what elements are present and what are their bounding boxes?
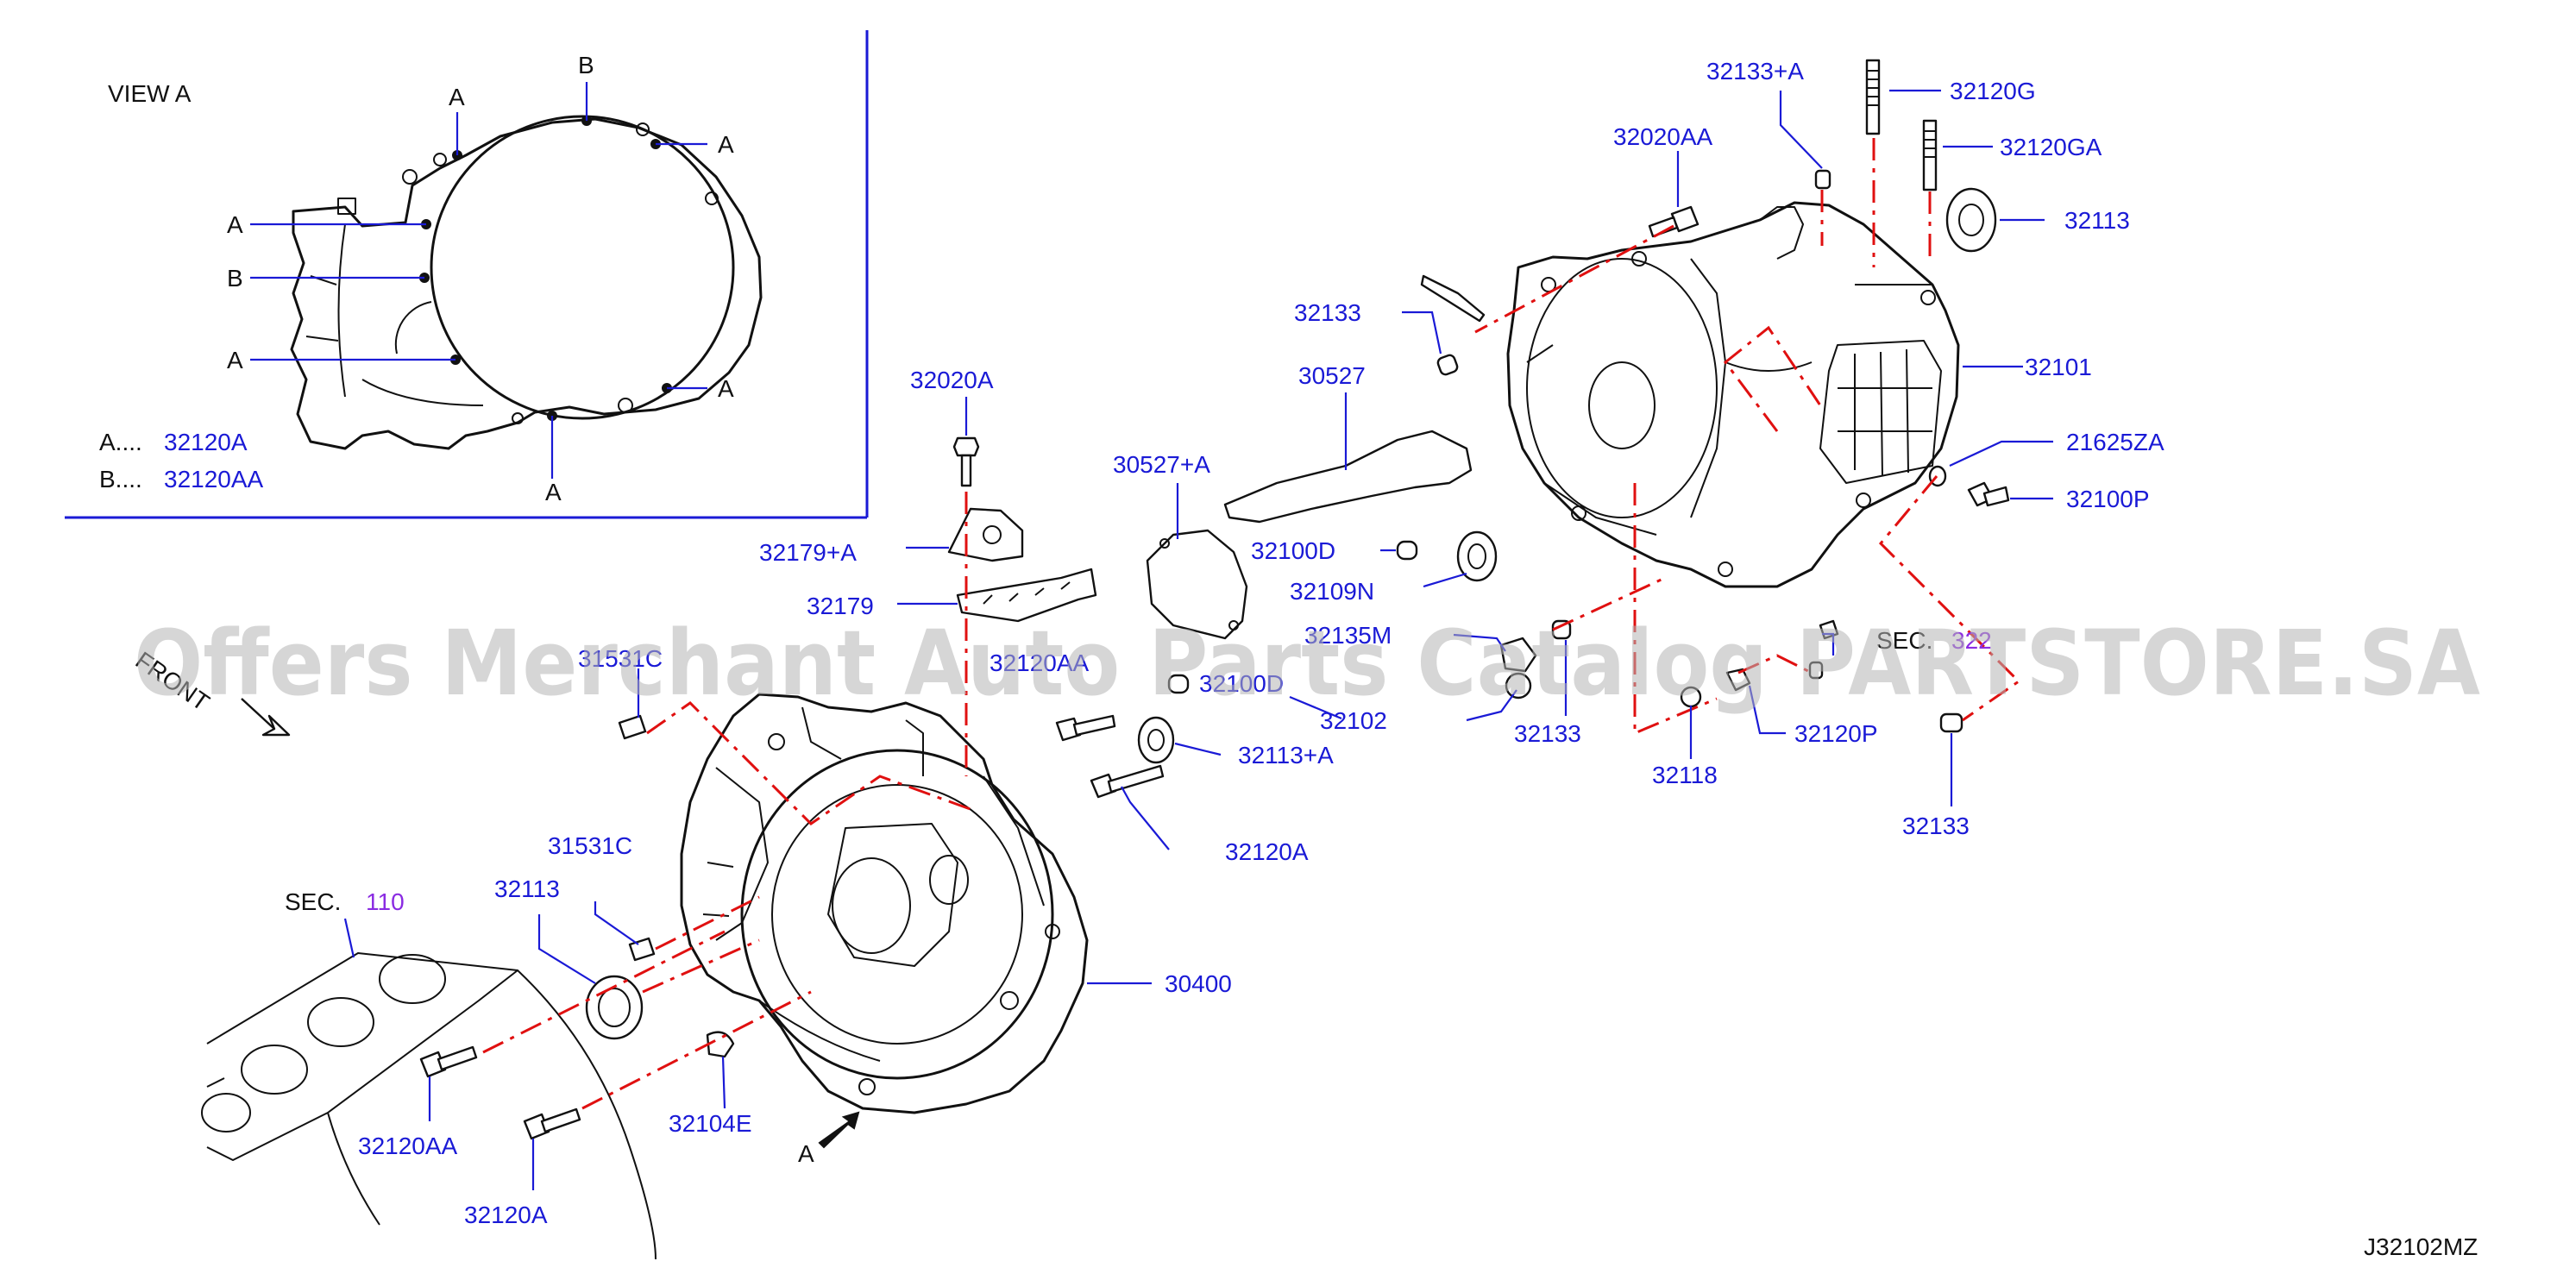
part-label-32109N[interactable]: 32109N (1290, 578, 1374, 605)
part-label-32101[interactable]: 32101 (2025, 354, 2092, 380)
legend-key-b: B.... (99, 466, 142, 493)
sec-322-number[interactable]: 322 (1951, 627, 1992, 654)
part-label-32179A[interactable]: 32179+A (759, 539, 857, 566)
marker-a-left-1: A (227, 211, 243, 238)
legend-key-a: A.... (99, 429, 142, 455)
part-label-32135M[interactable]: 32135M (1304, 622, 1392, 649)
part-label-32120A-1[interactable]: 32120A (1225, 838, 1309, 865)
view-a-inset: VIEW A (65, 30, 869, 519)
sec-110-prefix: SEC. (285, 888, 341, 915)
part-label-32113-1[interactable]: 32113 (494, 875, 560, 902)
part-label-30527A[interactable]: 30527+A (1113, 451, 1210, 478)
part-label-32133-3[interactable]: 32133 (1902, 813, 1970, 839)
marker-b-left: B (227, 265, 243, 292)
part-label-32120P[interactable]: 32120P (1794, 720, 1878, 747)
part-label-21625ZA[interactable]: 21625ZA (2066, 429, 2164, 455)
part-labels: 32020A 32179+A 32179 30527+A 32100D 3210… (358, 58, 2164, 1228)
engine-block-outline (201, 952, 657, 1260)
part-label-32120GA[interactable]: 32120GA (2000, 134, 2102, 160)
marker-a-left-2: A (227, 347, 243, 373)
view-arrow-label: A (798, 1140, 814, 1167)
part-label-32104E[interactable]: 32104E (669, 1110, 752, 1137)
part-label-32102[interactable]: 32102 (1320, 707, 1387, 734)
legend-part-b: 32120AA (164, 466, 264, 493)
part-label-32113A[interactable]: 32113+A (1238, 742, 1334, 769)
leader-lines (428, 89, 2053, 1190)
clutch-housing-30400 (680, 693, 1089, 1114)
reference-lines (482, 138, 2021, 1110)
marker-a-bottom: A (545, 479, 562, 505)
marker-b-top: B (578, 52, 594, 78)
legend-part-a: 32120A (164, 429, 248, 455)
part-label-32133-2[interactable]: 32133 (1514, 720, 1581, 747)
small-parts (241, 59, 2010, 1149)
part-label-30527[interactable]: 30527 (1298, 362, 1366, 389)
part-label-32179[interactable]: 32179 (807, 593, 874, 619)
part-label-32100P[interactable]: 32100P (2066, 486, 2150, 512)
part-label-32120AA-1[interactable]: 32120AA (358, 1133, 458, 1159)
view-a-markers: A B A A B A A A (227, 52, 734, 505)
watermark-text: Offers Merchant Auto Parts Catalog PARTS… (134, 611, 2480, 716)
sec-322-prefix: SEC. (1876, 627, 1932, 654)
part-label-32120A-2[interactable]: 32120A (464, 1202, 548, 1228)
part-label-32120G[interactable]: 32120G (1950, 78, 2036, 104)
part-label-32133A[interactable]: 32133+A (1706, 58, 1804, 85)
part-label-32113-2[interactable]: 32113 (2064, 207, 2130, 234)
figure-code: J32102MZ (2364, 1233, 2478, 1260)
part-label-32020AA[interactable]: 32020AA (1613, 123, 1713, 150)
part-label-32120AA-top[interactable]: 32120AA (990, 649, 1090, 676)
sec-110-number[interactable]: 110 (366, 888, 405, 915)
part-label-30400[interactable]: 30400 (1165, 970, 1232, 997)
marker-a-right-top: A (718, 131, 734, 158)
marker-a-top: A (449, 84, 465, 110)
transmission-case-32101 (1506, 201, 1960, 588)
view-a-title: VIEW A (108, 80, 192, 107)
view-a-legend: A.... 32120A B.... 32120AA (99, 429, 264, 493)
part-label-32100D-1[interactable]: 32100D (1251, 537, 1335, 564)
view-a-housing-outline (290, 115, 763, 450)
part-label-31531C-2[interactable]: 31531C (548, 832, 632, 859)
part-label-32133-1[interactable]: 32133 (1294, 299, 1361, 326)
part-label-32100D-2[interactable]: 32100D (1199, 670, 1284, 697)
part-label-31531C-1[interactable]: 31531C (578, 645, 663, 672)
part-label-32020A[interactable]: 32020A (910, 367, 994, 393)
part-label-32118[interactable]: 32118 (1652, 762, 1718, 788)
marker-a-right-bottom: A (718, 375, 734, 402)
